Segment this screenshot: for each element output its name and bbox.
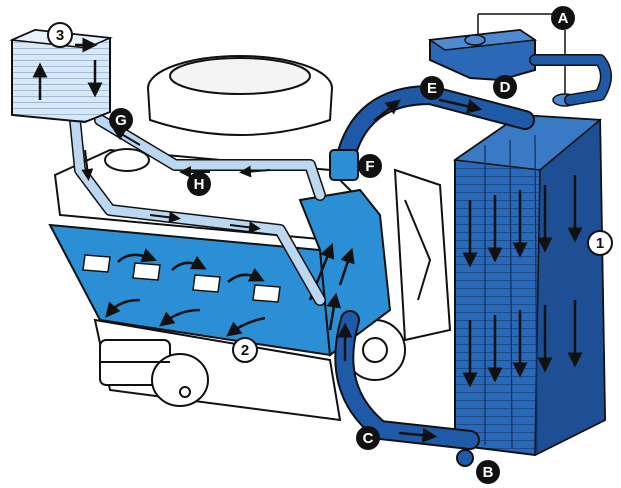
- callout-radiator-text: 1: [596, 235, 604, 252]
- callout-h-text: H: [194, 176, 205, 193]
- engine-body: [53, 55, 452, 422]
- thermostat-housing: [329, 149, 359, 181]
- callout-engine-block: 2: [232, 337, 258, 363]
- callout-e-text: E: [427, 80, 437, 97]
- callout-h: H: [187, 172, 211, 196]
- callout-b: B: [476, 460, 500, 484]
- callout-d: D: [493, 75, 517, 99]
- callout-g: G: [109, 108, 133, 132]
- callout-radiator: 1: [587, 230, 613, 256]
- reservoir-cap: [464, 34, 486, 46]
- callout-f: F: [358, 154, 382, 178]
- callout-a-text: A: [558, 10, 569, 27]
- reservoir-tank: [427, 13, 555, 82]
- callout-engine-block-text: 2: [241, 342, 249, 359]
- callout-e: E: [420, 76, 444, 100]
- engine-block: [48, 188, 392, 357]
- callout-f-text: F: [365, 158, 374, 175]
- callout-b-text: B: [483, 464, 494, 481]
- oil-filler-cap: [104, 148, 150, 172]
- callout-c: C: [356, 426, 380, 450]
- callout-g-text: G: [115, 112, 127, 129]
- heater-hoses: [64, 64, 326, 306]
- callout-heater-core-text: 3: [56, 27, 64, 44]
- callout-heater-core: 3: [47, 22, 73, 48]
- air-cleaner: [147, 55, 333, 136]
- fan-pulley: [344, 168, 452, 381]
- callout-a: A: [551, 6, 575, 30]
- callout-d-text: D: [500, 79, 511, 96]
- starter-motor: [99, 339, 209, 407]
- lower-outlet: [456, 449, 474, 467]
- callout-c-text: C: [363, 430, 374, 447]
- coolant-hoses: [334, 54, 612, 450]
